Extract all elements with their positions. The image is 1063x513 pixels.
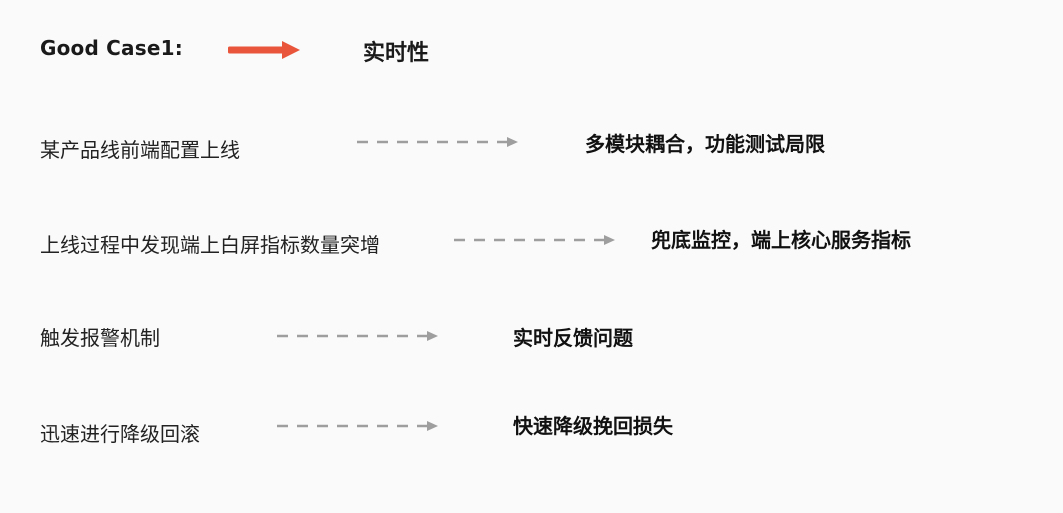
event-item: 迅速进行降级回滚 [40, 422, 200, 446]
dashed-arrow-icon [277, 421, 438, 431]
dashed-arrow-icon [357, 137, 518, 147]
event-item: 触发报警机制 [40, 326, 160, 350]
result-item: 多模块耦合，功能测试局限 [585, 132, 825, 156]
result-item: 实时反馈问题 [513, 326, 633, 350]
case-title: Good Case1: [40, 36, 183, 60]
case-topic: 实时性 [363, 41, 430, 66]
dashed-arrow-icon [277, 331, 438, 341]
right-arrow-icon [228, 41, 300, 59]
dashed-arrow-icon [454, 235, 615, 245]
result-item: 兜底监控，端上核心服务指标 [651, 228, 911, 252]
event-item: 某产品线前端配置上线 [40, 138, 240, 162]
event-item: 上线过程中发现端上白屏指标数量突增 [40, 233, 380, 257]
result-item: 快速降级挽回损失 [513, 414, 673, 438]
